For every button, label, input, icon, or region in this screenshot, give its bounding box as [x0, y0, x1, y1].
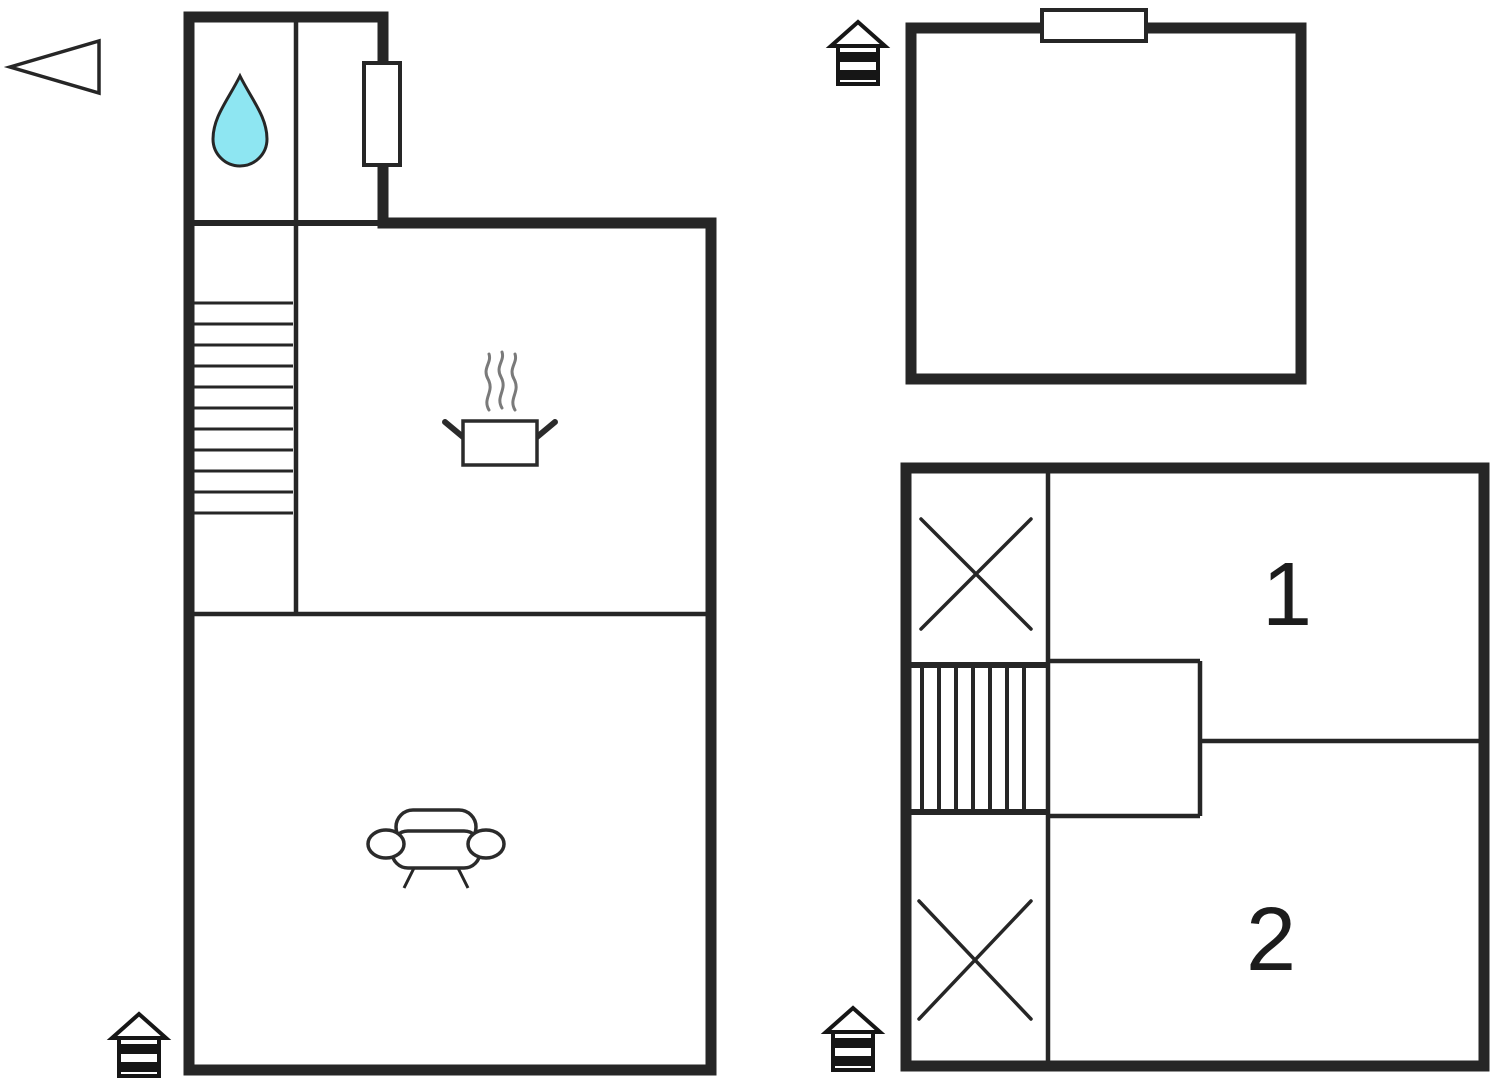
- steam-icon: [497, 350, 505, 410]
- upper-floor-outer-wall: [900, 462, 1490, 1072]
- sofa-armrest: [366, 828, 406, 860]
- cooking-pot-icon: [442, 350, 558, 467]
- sofa-seat: [390, 829, 482, 870]
- x-marker-icon: [917, 899, 1033, 1021]
- steam-icon: [510, 352, 518, 412]
- entrance-icon: [824, 1006, 882, 1072]
- room-1-label: 1: [1262, 545, 1312, 645]
- window-icon: [362, 61, 402, 167]
- ground-floor-outer-wall: [183, 11, 717, 1076]
- water-drop-icon: [211, 72, 269, 168]
- pot-body: [461, 419, 539, 467]
- sofa-icon: [366, 808, 506, 889]
- entrance-icon: [829, 20, 887, 86]
- annex-outer-wall: [905, 22, 1307, 385]
- staircase-icon: [906, 662, 1046, 815]
- ground-floor-plan: [110, 11, 717, 1078]
- annex-room-plan: [829, 8, 1307, 385]
- entrance-icon: [110, 1012, 168, 1078]
- window-icon: [1040, 8, 1148, 43]
- steam-icon: [484, 352, 492, 412]
- north-arrow-icon: [3, 38, 101, 96]
- pot-handle-right: [534, 419, 558, 440]
- stair-treads: [920, 668, 1026, 809]
- x-marker-icon: [919, 517, 1033, 631]
- staircase-icon: [186, 301, 293, 515]
- room-2-label: 2: [1246, 890, 1296, 990]
- sofa-armrest: [466, 828, 506, 860]
- pot-handle-left: [442, 419, 466, 440]
- upper-floor-plan: 1 2: [824, 462, 1490, 1072]
